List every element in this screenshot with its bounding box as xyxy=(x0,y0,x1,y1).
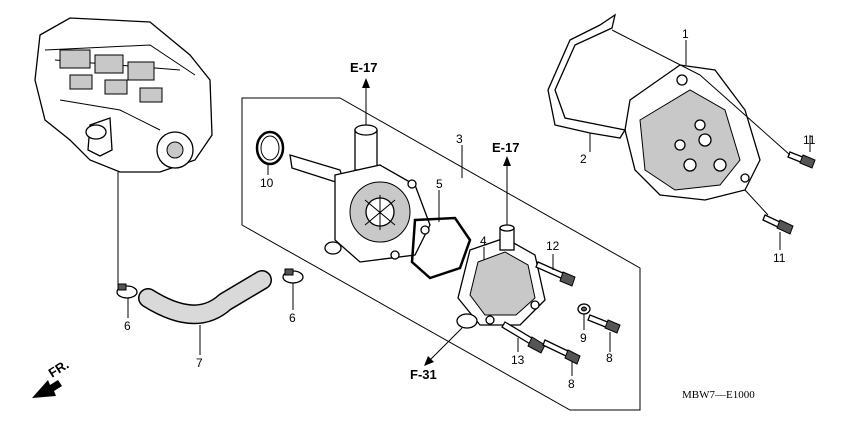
callout-4: 4 xyxy=(480,234,487,248)
bolt-13 xyxy=(501,321,546,354)
ref-e17-upper: E-17 xyxy=(350,60,377,75)
callout-9: 9 xyxy=(580,331,587,345)
callout-7: 7 xyxy=(196,356,203,370)
bolt-11-lower xyxy=(762,214,794,235)
leader-lines xyxy=(127,29,811,376)
hose-clamp-left xyxy=(116,283,138,299)
callout-8-lower: 8 xyxy=(568,377,575,391)
assembly-group-outline xyxy=(241,97,641,411)
pump-cover-guard xyxy=(624,64,761,201)
bolt-8-lower xyxy=(542,339,581,365)
o-ring xyxy=(255,130,285,166)
bolt-12 xyxy=(535,261,576,287)
callout-11-upper: 11 xyxy=(803,133,816,147)
callout-8-upper: 8 xyxy=(606,351,613,365)
callout-3: 3 xyxy=(456,132,463,146)
callout-10: 10 xyxy=(260,176,274,190)
engine-block xyxy=(34,17,213,173)
ref-f31: F-31 xyxy=(410,367,437,382)
arrow-f31 xyxy=(424,327,463,366)
callout-1: 1 xyxy=(682,27,689,41)
hose xyxy=(138,270,272,325)
callout-5: 5 xyxy=(436,177,443,191)
diagram-code: MBW7—E1000 xyxy=(682,389,755,401)
callout-6-right: 6 xyxy=(289,311,296,325)
front-label: FR. xyxy=(46,357,72,381)
bolt-11-upper xyxy=(787,151,816,169)
guard-gasket-wire xyxy=(547,13,627,139)
hose-clamp-right xyxy=(282,268,304,284)
callout-12: 12 xyxy=(546,239,560,253)
callout-2: 2 xyxy=(580,152,587,166)
arrow-e17-upper xyxy=(362,78,370,125)
gasket xyxy=(410,216,472,280)
callout-6-left: 6 xyxy=(124,319,131,333)
washer-9 xyxy=(577,303,591,315)
callout-13: 13 xyxy=(511,353,525,367)
callout-11-lower: 11 xyxy=(773,251,786,265)
water-pump-body xyxy=(289,124,431,263)
arrow-e17-lower xyxy=(503,156,511,225)
bolt-8-upper xyxy=(587,314,621,334)
water-pump-cover xyxy=(456,224,546,329)
ref-e17-lower: E-17 xyxy=(492,140,519,155)
front-arrow-icon xyxy=(32,380,62,398)
